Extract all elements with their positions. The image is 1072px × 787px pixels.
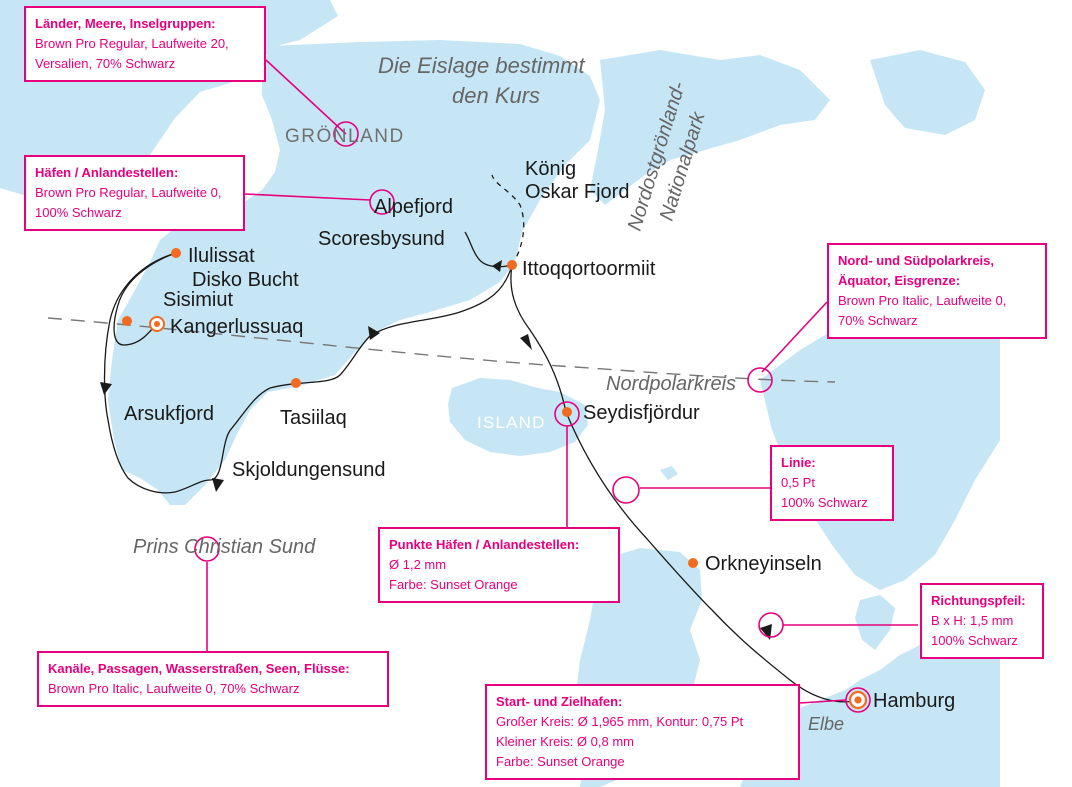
arrow-icon — [760, 624, 772, 640]
land-europe — [740, 625, 1000, 787]
land-greenland — [108, 40, 600, 505]
target-port-hamburg — [848, 690, 868, 710]
annotation-line: Farbe: Sunset Orange — [496, 754, 625, 769]
place-orkneyinseln: Orkneyinseln — [705, 553, 822, 575]
port-dot-orkneyinseln — [688, 558, 698, 568]
annotation-title: Länder, Meere, Inselgruppen: — [35, 16, 216, 31]
annotation-line: Brown Pro Regular, Laufweite 0, — [35, 185, 222, 200]
place-koenig-line2: Oskar Fjord — [525, 181, 629, 203]
polar-circle-line — [47, 317, 836, 383]
annotation-line: Brown Pro Regular, Laufweite 20, — [35, 36, 229, 51]
annotation-line: 100% Schwarz — [931, 633, 1018, 648]
arrow-icon — [212, 478, 224, 492]
country-label-iceland: ISLAND — [477, 413, 546, 432]
place-seydisfjordur: Seydisfjördur — [583, 402, 700, 424]
annotation-line: Großer Kreis: Ø 1,965 mm, Kontur: 0,75 P… — [496, 714, 744, 729]
annotation-title: Kanäle, Passagen, Wasserstraßen, Seen, F… — [48, 661, 350, 676]
place-tasiilaq: Tasiilaq — [280, 407, 347, 429]
annotation-title: Start- und Zielhafen: — [496, 694, 623, 709]
annotation-title: Nord- und Südpolarkreis, — [838, 253, 995, 268]
annotation-line: Ø 1,2 mm — [389, 557, 447, 572]
port-dot-ilulissat — [171, 248, 181, 258]
annotation-punkte: Punkte Häfen / Anlandestellen: Ø 1,2 mm … — [378, 527, 620, 603]
annotation-line: 100% Schwarz — [781, 495, 868, 510]
land-iceland — [448, 378, 588, 456]
annotation-start: Start- und Zielhafen: Großer Kreis: Ø 1,… — [485, 684, 800, 780]
annotation-line: Farbe: Sunset Orange — [389, 577, 518, 592]
annotation-linie: Linie: 0,5 Pt 100% Schwarz — [770, 445, 894, 521]
arrow-icon — [368, 326, 380, 340]
land-svalbard — [870, 50, 985, 135]
annotation-line: Brown Pro Italic, Laufweite 0, — [838, 293, 1007, 308]
arrow-icon — [100, 382, 112, 395]
annotation-line: Brown Pro Italic, Laufweite 0, 70% Schwa… — [48, 681, 300, 696]
annotation-line: 70% Schwarz — [838, 313, 918, 328]
place-skjoldungensund: Skjoldungensund — [232, 459, 385, 481]
map-text: Die Eislage bestimmt den Kurs Nordostgrö… — [124, 53, 955, 734]
place-ilulissat: Ilulissat — [188, 245, 255, 267]
port-dot-sisimiut — [122, 316, 132, 326]
annotation-richtungspfeil: Richtungspfeil: B x H: 1,5 mm 100% Schwa… — [920, 583, 1044, 659]
map-title-line1: Die Eislage bestimmt — [378, 53, 586, 78]
map-title-line2: den Kurs — [452, 83, 540, 108]
annotation-line: Versalien, 70% Schwarz — [35, 56, 176, 71]
country-label-greenland: GRÖNLAND — [285, 126, 405, 147]
place-koenig-line1: König — [525, 158, 576, 180]
annotation-title: Punkte Häfen / Anlandestellen: — [389, 537, 580, 552]
river-label-elbe: Elbe — [808, 714, 844, 734]
annotation-line: B x H: 1,5 mm — [931, 613, 1014, 628]
direction-arrows — [100, 260, 772, 640]
annotation-title: Äquator, Eisgrenze: — [838, 273, 961, 288]
annotation-title: Linie: — [781, 455, 816, 470]
port-dots — [122, 248, 698, 568]
place-kangerlussuaq: Kangerlussuaq — [170, 316, 303, 338]
land-ne-greenland — [590, 50, 830, 205]
annotation-title: Häfen / Anlandestellen: — [35, 165, 179, 180]
place-alpefjord: Alpefjord — [374, 196, 453, 218]
annotation-polarkreis: Nord- und Südpolarkreis, Äquator, Eisgre… — [827, 243, 1047, 339]
channel-label-prins-christian: Prins Christian Sund — [133, 536, 316, 558]
port-dot-ittoqqortoormiit — [507, 260, 517, 270]
place-scoresbysund: Scoresbysund — [318, 228, 445, 250]
annotation-title: Richtungspfeil: — [931, 593, 1026, 608]
arrow-icon — [492, 260, 502, 272]
land-faroe — [660, 466, 678, 480]
place-ittoqqortoormiit: Ittoqqortoormiit — [522, 258, 656, 280]
route-line — [103, 174, 859, 703]
place-sisimiut: Sisimiut — [163, 289, 233, 311]
annotation-line: Kleiner Kreis: Ø 0,8 mm — [496, 734, 634, 749]
annotation-leaders — [194, 59, 918, 713]
annotation-kanaele: Kanäle, Passagen, Wasserstraßen, Seen, F… — [37, 651, 389, 707]
annotation-haefen: Häfen / Anlandestellen: Brown Pro Regula… — [24, 155, 245, 231]
annotation-line: 0,5 Pt — [781, 475, 815, 490]
annotation-laender: Länder, Meere, Inselgruppen: Brown Pro R… — [24, 6, 266, 82]
place-arsukfjord: Arsukfjord — [124, 403, 214, 425]
port-dot-tasiilaq — [291, 378, 301, 388]
place-hamburg: Hamburg — [873, 690, 955, 712]
place-disko: Disko Bucht — [192, 269, 299, 291]
land-denmark — [855, 595, 895, 650]
polar-circle-label: Nordpolarkreis — [606, 373, 736, 395]
start-port-kangerlussuaq — [149, 316, 165, 332]
annotation-line: 100% Schwarz — [35, 205, 122, 220]
port-dot-seydisfjordur — [562, 407, 572, 417]
arrow-icon — [520, 334, 532, 350]
